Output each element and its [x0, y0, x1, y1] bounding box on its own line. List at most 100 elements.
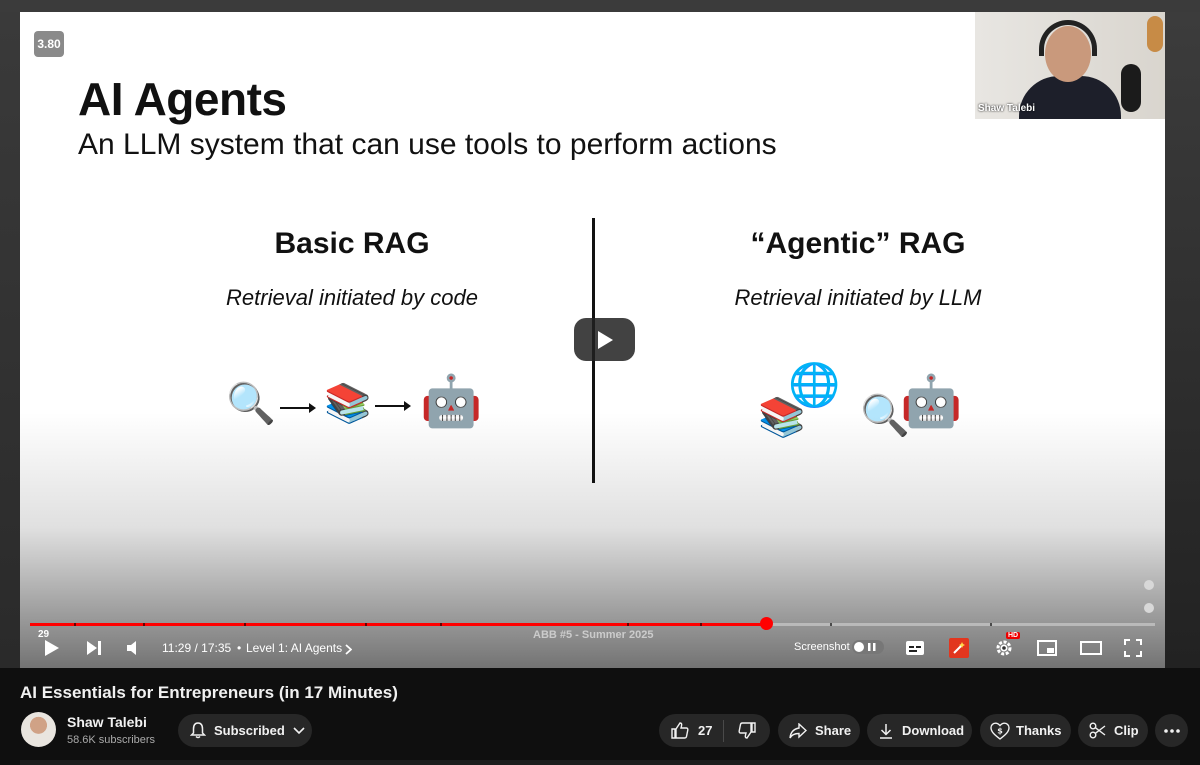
screenshot-label: Screenshot [794, 641, 850, 653]
more-horizontal-icon [1163, 728, 1180, 733]
heart-dollar-icon: $ [990, 721, 1010, 740]
like-button[interactable]: 27 [659, 722, 723, 739]
play-button[interactable] [40, 638, 64, 658]
player-right-margin [1165, 12, 1200, 668]
bell-icon [190, 722, 206, 739]
mute-button[interactable] [122, 638, 146, 658]
chapter-marker [990, 623, 992, 626]
subscribed-label: Subscribed [214, 723, 285, 738]
chapter-marker [143, 623, 145, 626]
robot-icon: 🤖 [900, 372, 963, 430]
thumbs-down-icon [738, 722, 756, 739]
channel-avatar[interactable] [21, 712, 56, 747]
share-label: Share [815, 723, 852, 738]
books-icon: 📚 [758, 395, 806, 439]
thanks-button[interactable]: $ Thanks [980, 714, 1071, 747]
progress-played [30, 623, 767, 626]
subscriber-count: 58.6K subscribers [67, 734, 156, 746]
chapter-marker [365, 623, 367, 626]
video-title: AI Essentials for Entrepreneurs (in 17 M… [20, 683, 398, 702]
miniplayer-button[interactable] [1036, 638, 1058, 658]
channel-name[interactable]: Shaw Talebi [67, 714, 147, 730]
video-player[interactable]: 3.80 AI Agents An LLM system that can us… [20, 12, 1165, 668]
guitar-shape [1147, 16, 1163, 52]
player-left-margin [0, 12, 20, 668]
arrow-icon [280, 403, 316, 413]
gear-icon [996, 640, 1012, 656]
theater-mode-button[interactable] [1079, 638, 1103, 658]
theater-icon [1080, 641, 1102, 655]
chapter-chevron-icon[interactable] [342, 642, 354, 656]
subscribed-button[interactable]: Subscribed [178, 714, 312, 747]
progress-bar[interactable] [30, 623, 1155, 626]
pause-icon [868, 643, 876, 651]
fullscreen-icon [1124, 639, 1142, 657]
time-display: 11:29 / 17:35 [162, 641, 232, 655]
speaker-body [1019, 76, 1121, 119]
download-icon [880, 723, 892, 739]
play-icon [45, 640, 59, 656]
slide-title: AI Agents [78, 73, 287, 125]
books-icon: 📚 [324, 381, 372, 425]
webcam-overlay: Shaw Talebi [975, 12, 1165, 119]
overlay-dot [1144, 580, 1154, 590]
overlay-dot [1144, 603, 1154, 613]
arrow-icon [375, 401, 411, 411]
scissors-icon [1089, 722, 1106, 739]
large-play-button[interactable] [574, 318, 635, 361]
slide-left-heading: Basic RAG [274, 227, 430, 260]
captions-icon [906, 641, 924, 655]
scrubber-handle[interactable] [760, 617, 774, 630]
chapter-marker [700, 623, 702, 626]
hd-badge: HD [1006, 632, 1021, 639]
chevron-down-icon [293, 726, 305, 734]
slide-subtitle: An LLM system that can use tools to perf… [78, 128, 777, 161]
share-button[interactable]: Share [778, 714, 860, 747]
slide-right-heading: “Agentic” RAG [750, 227, 966, 260]
share-icon [789, 722, 807, 739]
thumbs-up-icon [671, 722, 689, 739]
chapter-marker [627, 623, 629, 626]
page-bottom-edge [20, 760, 1180, 765]
extension-button[interactable] [949, 638, 969, 658]
like-separator [723, 719, 724, 742]
skip-next-icon [87, 641, 101, 655]
progress-counter: 29 [38, 629, 50, 640]
globe-icon: 🌐 [788, 360, 841, 409]
settings-button[interactable]: HD [992, 632, 1021, 658]
fullscreen-button[interactable] [1122, 638, 1144, 658]
clip-button[interactable]: Clip [1078, 714, 1148, 747]
miniplayer-icon [1037, 640, 1057, 656]
toggle-knob [854, 642, 864, 652]
chapter-marker [830, 623, 832, 626]
slide-left-caption: Retrieval initiated by code [226, 285, 478, 310]
more-actions-button[interactable] [1155, 714, 1188, 747]
like-dislike-group: 27 [659, 714, 770, 747]
thanks-label: Thanks [1016, 723, 1062, 738]
magic-wand-icon [953, 642, 965, 654]
screenshot-toggle[interactable] [852, 640, 884, 654]
headset-shape [1039, 20, 1097, 56]
webcam-speaker-name: Shaw Talebi [978, 103, 1036, 114]
top-bar [0, 0, 1200, 12]
next-button[interactable] [82, 638, 106, 658]
slide-right-caption: Retrieval initiated by LLM [734, 285, 982, 310]
volume-icon [127, 641, 136, 655]
chapter-marker [74, 623, 76, 626]
play-icon [597, 330, 613, 349]
magnifier-icon: 🔍 [860, 393, 910, 439]
robot-icon: 🤖 [420, 372, 483, 430]
slide-watermark: ABB #5 - Summer 2025 [533, 629, 654, 641]
chapter-title-button[interactable]: Level 1: AI Agents [246, 641, 343, 655]
like-count: 27 [698, 723, 713, 738]
magnifier-icon: 🔍 [226, 381, 276, 427]
subtitles-button[interactable] [904, 638, 926, 658]
download-label: Download [902, 723, 965, 738]
download-button[interactable]: Download [867, 714, 972, 747]
chapter-marker [440, 623, 442, 626]
microphone-shape [1121, 64, 1141, 112]
playback-speed-badge[interactable]: 3.80 [34, 31, 64, 57]
chapter-marker [244, 623, 246, 626]
clip-label: Clip [1114, 723, 1139, 738]
dislike-button[interactable] [724, 722, 770, 739]
